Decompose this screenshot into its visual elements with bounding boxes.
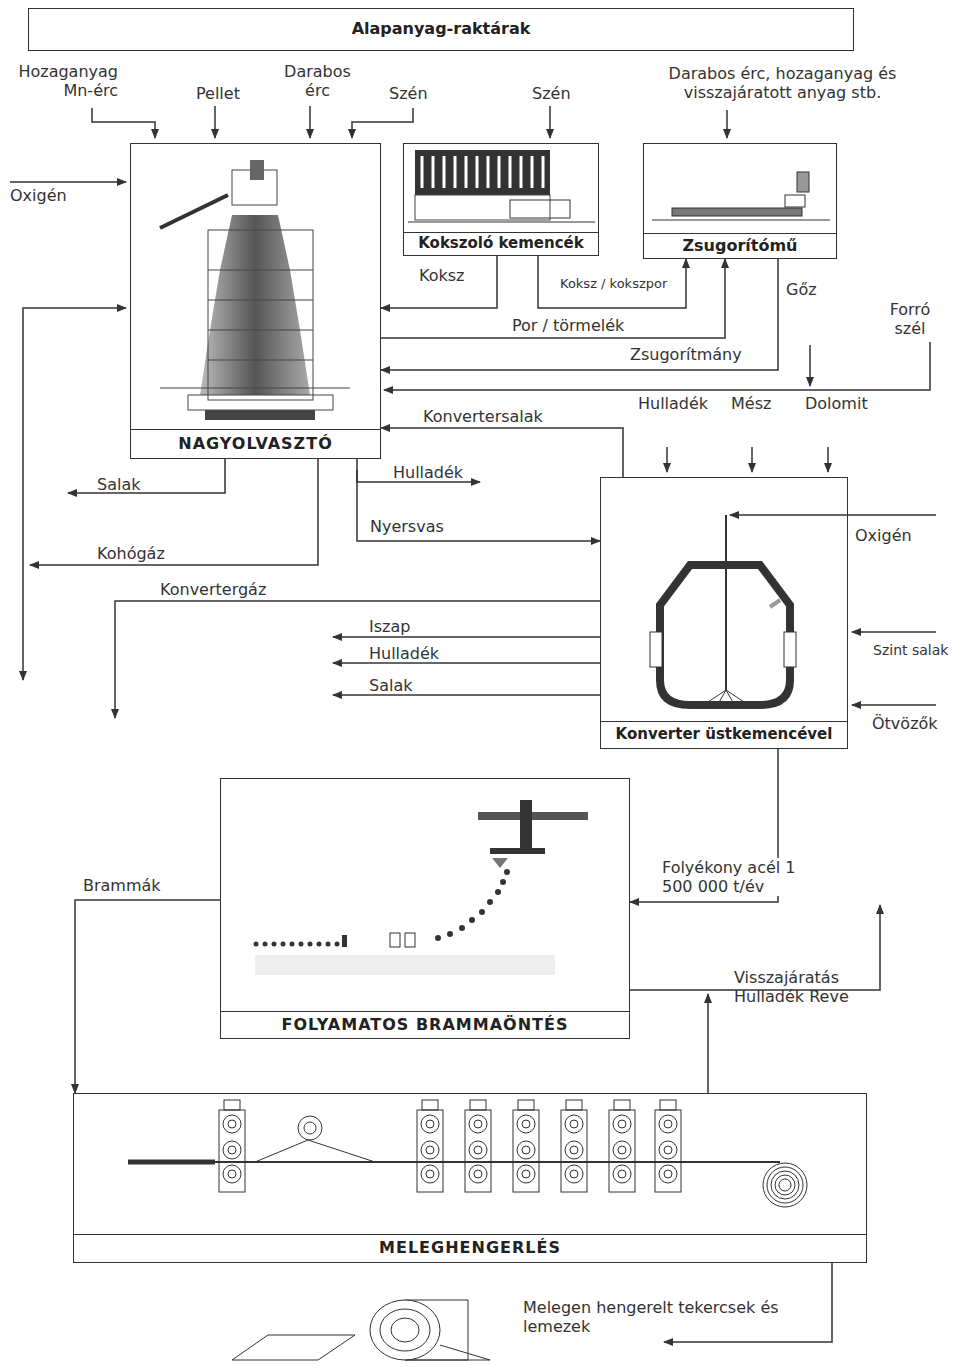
process-box: FOLYAMATOS BRAMMAÖNTÉS [220,778,630,1039]
rolling-mill [128,1100,807,1207]
flow-label: Dolomit [805,394,868,413]
flow-label: Melegen hengerelt tekercsek és lemezek [523,1298,813,1336]
edge-label: Por / törmelék [510,316,626,335]
box-title: NAGYOLVASZTÓ [131,429,380,458]
flow-connector [75,900,220,1093]
caster [254,800,589,975]
flow-label: Gőz [786,280,817,299]
flow-label: Szén [532,84,571,103]
process-box: Zsugorítómű [643,143,837,259]
flow-label: Hulladék [638,394,708,413]
edge-label: Zsugorítmány [628,345,744,364]
product-sheet-coil [232,1300,490,1360]
coke-ovens [408,150,595,222]
flow-label: Salak [369,676,412,695]
edge-label: Koksz / kokszpor [558,276,669,292]
box-title: MELEGHENGERLÉS [74,1234,866,1262]
sinter-plant [652,172,830,220]
flow-label: Oxigén [10,186,67,205]
flow-connector [538,256,686,308]
storage-band: Alapanyag-raktárak [28,8,854,51]
flow-label: Konvertergáz [160,580,266,599]
flow-label: Szén [389,84,428,103]
flow-label: Darabos érc [280,62,355,100]
edge-label: Koksz [417,266,466,285]
flow-connector [381,259,725,338]
flow-label: Kohógáz [97,544,165,563]
flow-label: Ötvözők [872,714,938,733]
process-box: Kokszoló kemencék [403,143,599,256]
flow-lines [10,106,936,1342]
box-title: FOLYAMATOS BRAMMAÖNTÉS [221,1011,629,1038]
edge-label: Folyékony acél 1 500 000 t/év [660,858,804,896]
process-box: MELEGHENGERLÉS [73,1093,867,1263]
flow-label: Salak [97,475,140,494]
edge-label: Konvertersalak [421,407,545,426]
edge-label: Nyersvas [368,517,446,536]
flow-connector [357,459,600,541]
flow-label: Hulladék [393,463,463,482]
process-box: NAGYOLVASZTÓ [130,143,381,459]
flow-label: Hulladék [369,644,439,663]
edge-label: Brammák [81,876,163,895]
box-title: Zsugorítómű [644,233,836,258]
flow-label: Darabos érc, hozaganyag és visszajáratot… [660,64,905,102]
box-title: Alapanyag-raktárak [29,10,853,50]
converter-vessel [650,515,796,705]
process-box: Konverter üstkemencével [600,477,848,749]
flow-label: Hozaganyag Mn-érc [6,62,118,100]
box-title: Kokszoló kemencék [404,232,598,255]
flow-label: Szint salak [873,642,948,659]
flow-label: Forró szél [880,300,940,338]
blast-furnace [160,160,350,420]
flow-label: Pellet [196,84,240,103]
flow-label: Visszajáratás Hulladék Reve [734,968,854,1006]
box-title: Konverter üstkemencével [601,721,847,748]
flow-connector [381,256,497,308]
flow-label: Oxigén [855,526,912,545]
flow-label: Iszap [369,617,410,636]
flow-label: Mész [731,394,771,413]
flow-connector [381,259,778,370]
